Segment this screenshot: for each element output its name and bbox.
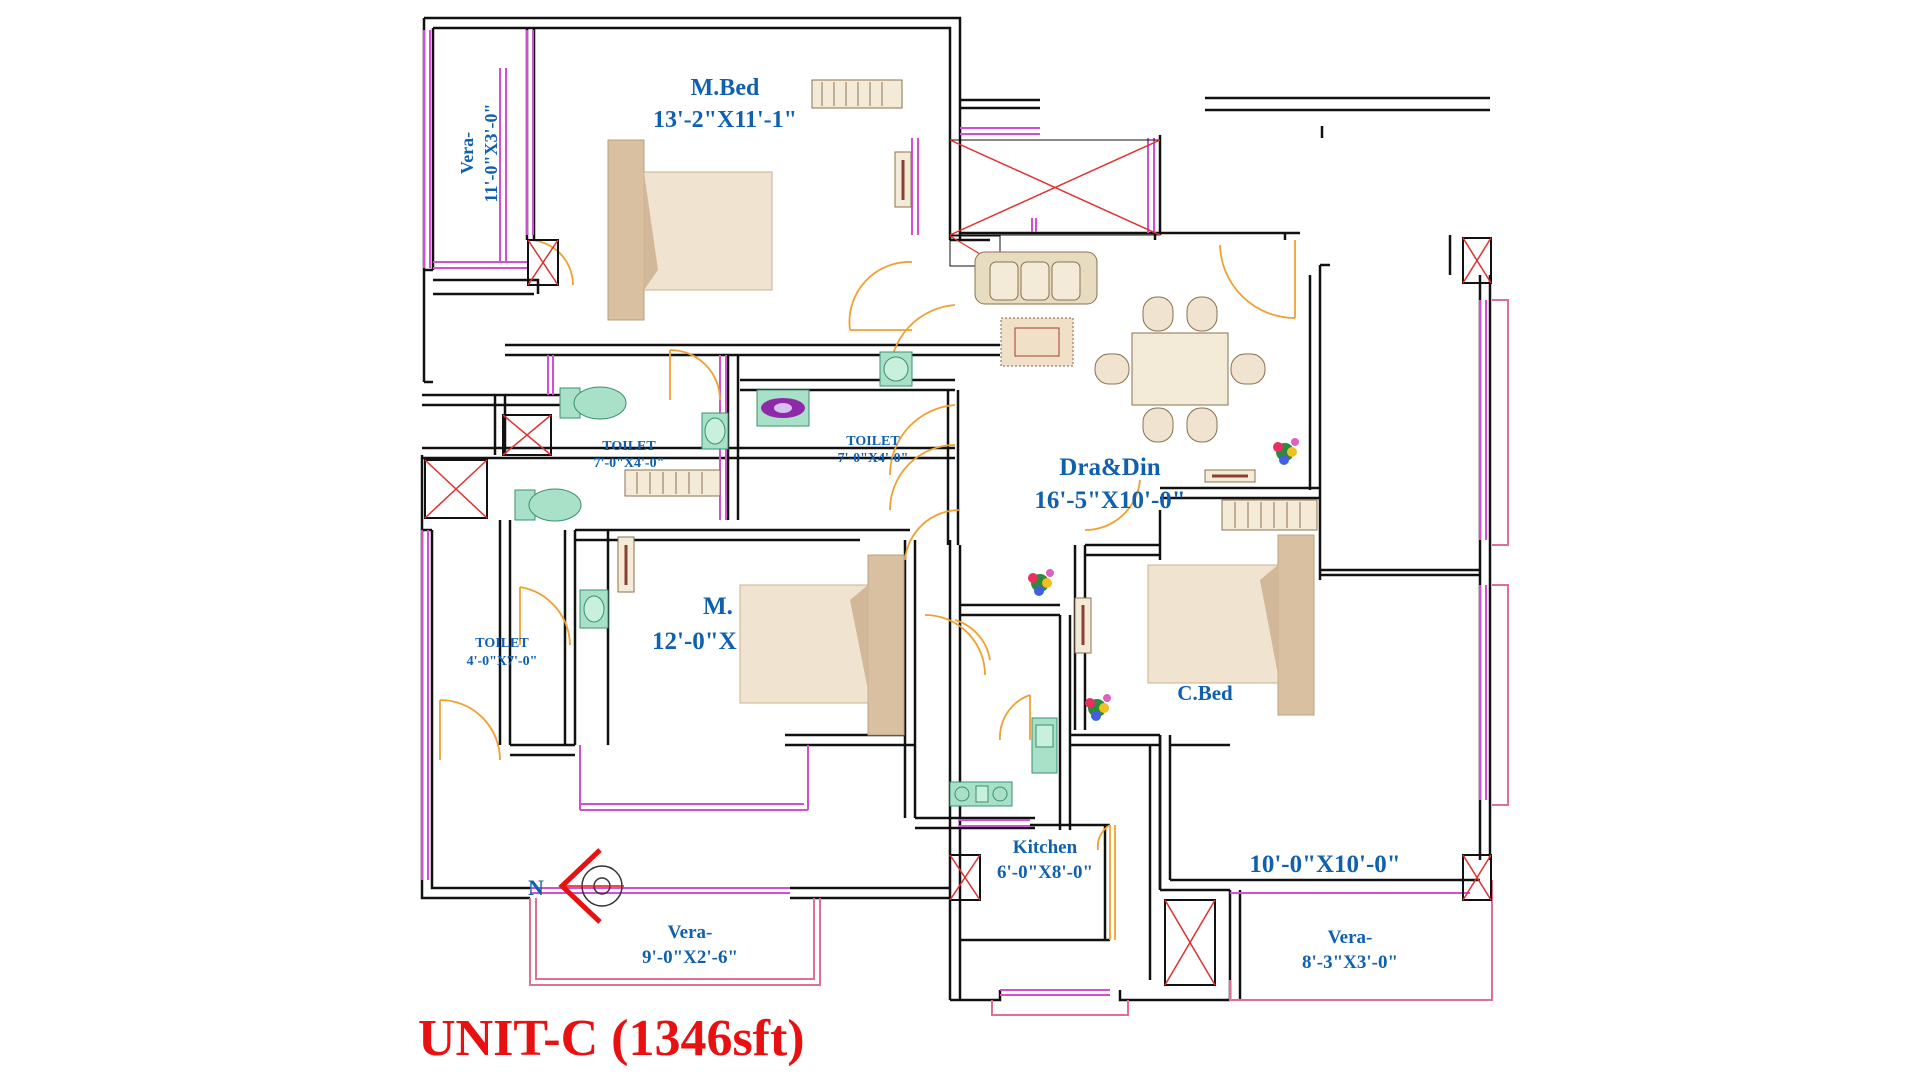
- washbasin-icon: [579, 589, 609, 629]
- vera-br-size: 8'-3"X3'-0": [1302, 952, 1398, 973]
- kitchen-name: Kitchen: [1013, 837, 1078, 858]
- mirror-icon: [617, 536, 635, 593]
- vera-left-size: 11'-0"X3'-0": [481, 104, 501, 203]
- plant-icon: [1085, 694, 1111, 721]
- stove-icon: [949, 781, 1013, 807]
- wardrobe-icon: [1221, 499, 1318, 531]
- wc-icon: [514, 488, 582, 522]
- doors: [439, 239, 1296, 940]
- bed-icon: [1147, 534, 1315, 716]
- dradin-name: Dra&Din: [1059, 454, 1160, 481]
- toilet1-size: 7'-0"X4'-0": [594, 456, 665, 471]
- vera-left-name: Vera-: [457, 132, 477, 174]
- dining-table-icon: [1094, 296, 1266, 443]
- shaft-icon: [1462, 854, 1492, 901]
- vera-bl-size: 9'-0"X2'-6": [642, 947, 738, 968]
- plant-icon: [1273, 438, 1299, 465]
- toilet2-name: TOILET: [846, 434, 900, 449]
- balcony-rails: [529, 299, 1509, 1016]
- shafts: [424, 139, 1492, 986]
- room-labels: M.Bed 13'-2"X11'-1" Vera- 11'-0"X3'-0" T…: [418, 75, 1401, 1067]
- sofa-icon: [974, 251, 1098, 305]
- mirror-icon: [1204, 469, 1256, 483]
- dradin-size: 16'-5"X10'-0": [1034, 487, 1185, 514]
- toilet2-size: 7'-0"X4'-0": [838, 451, 909, 466]
- mirror-icon: [894, 151, 912, 208]
- walls: [420, 16, 1492, 1002]
- kitchen-size: 6'-0"X8'-0": [997, 862, 1093, 883]
- bed-icon: [739, 554, 905, 736]
- shaft-icon: [1462, 237, 1492, 284]
- shaft-icon: [527, 239, 559, 286]
- north-label: N: [528, 875, 544, 900]
- vera-br-name: Vera-: [1328, 927, 1373, 948]
- mbed2-size: 12'-0"X: [652, 628, 737, 655]
- wardrobe-icon: [624, 469, 721, 497]
- bed-icon: [607, 139, 773, 321]
- wc-icon: [559, 386, 627, 420]
- unit-title: UNIT-C (1346sft): [418, 1010, 805, 1067]
- kitchen-sink-icon: [1031, 717, 1058, 774]
- shaft-icon: [949, 854, 981, 901]
- furniture: [514, 79, 1318, 924]
- washbasin-icon: [879, 351, 913, 387]
- plant-icon: [1028, 569, 1054, 596]
- cbed-name: C.Bed: [1177, 681, 1233, 705]
- washbasin-icon: [701, 412, 729, 450]
- mbed1-name: M.Bed: [691, 75, 760, 101]
- north-arrow-icon: [558, 848, 624, 924]
- wardrobe-icon: [811, 79, 903, 109]
- shaft-icon: [502, 414, 552, 456]
- mirror-icon: [1074, 597, 1092, 654]
- shaft-icon: [1164, 899, 1216, 986]
- toilet3-size: 4'-0"X7'-0": [467, 654, 538, 669]
- shaft-icon: [424, 459, 488, 519]
- indian-wc-icon: [756, 389, 810, 427]
- mbed2-name: M.: [703, 593, 733, 620]
- vera-bl-name: Vera-: [668, 922, 713, 943]
- mbed1-size: 13'-2"X11'-1": [653, 107, 797, 133]
- rug-icon: [1000, 317, 1074, 367]
- toilet3-name: TOILET: [475, 636, 529, 651]
- cbed-size: 10'-0"X10'-0": [1249, 851, 1400, 878]
- toilet1-name: TOILET: [602, 439, 656, 454]
- shaft-icon: [949, 139, 1161, 236]
